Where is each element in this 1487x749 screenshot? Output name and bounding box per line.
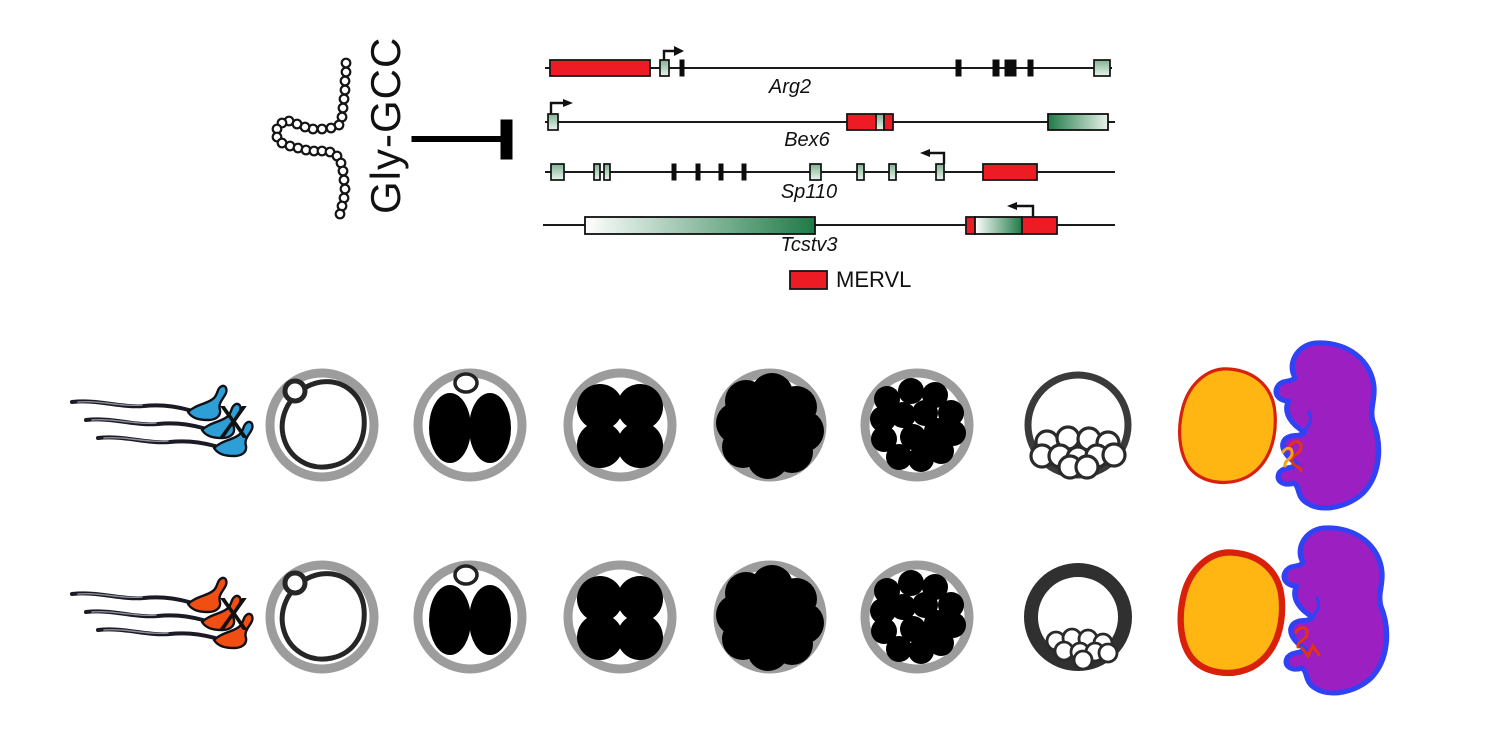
mervl-legend: MERVL xyxy=(789,267,911,292)
stage-4cell-bottom xyxy=(568,565,672,669)
stage-zygote-bottom xyxy=(270,565,374,669)
trna-label: Gly-GCC xyxy=(362,37,409,214)
embryo-row-top: X xyxy=(72,343,1379,508)
fetus-icon xyxy=(1276,343,1378,508)
gene-track-bex6: Bex6 xyxy=(545,99,1115,151)
trna-module: Gly-GCC xyxy=(271,37,513,220)
inhibition-bar-icon xyxy=(411,119,513,160)
fetus-icon xyxy=(1284,528,1386,693)
stage-blastocyst-top xyxy=(1024,371,1132,480)
stage-8cell-top xyxy=(716,373,824,479)
gene-label-tcstv3: Tcstv3 xyxy=(780,234,837,256)
placenta-icon xyxy=(1178,367,1277,485)
gene-label-bex6: Bex6 xyxy=(784,129,830,151)
trna-5prime-fragment-icon xyxy=(271,57,352,220)
stage-blastocyst-bottom xyxy=(1024,563,1132,671)
stage-morula-bottom xyxy=(865,565,969,669)
embryo-placenta-bottom xyxy=(1181,528,1387,693)
gene-label-sp110: Sp110 xyxy=(781,181,837,203)
stage-8cell-bottom xyxy=(716,565,824,671)
gene-track-sp110: Sp110 xyxy=(545,149,1115,203)
gene-tracks: Arg2 Bex6 xyxy=(543,46,1115,292)
stage-morula-top xyxy=(865,373,969,477)
placenta-icon xyxy=(1181,552,1282,672)
cross-bottom-label: X xyxy=(218,588,249,640)
stage-2cell-top xyxy=(418,373,522,477)
embryo-row-bottom: X xyxy=(72,528,1387,693)
embryo-placenta-top xyxy=(1178,343,1379,508)
stage-zygote-top xyxy=(270,373,374,477)
cross-top-label: X xyxy=(218,396,249,448)
gene-track-tcstv3: Tcstv3 xyxy=(543,202,1115,256)
legend-label-mervl: MERVL xyxy=(836,267,911,292)
gene-track-arg2: Arg2 xyxy=(545,46,1112,98)
gene-label-arg2: Arg2 xyxy=(768,76,811,98)
stage-4cell-top xyxy=(568,373,672,477)
stage-2cell-bottom xyxy=(418,565,522,669)
legend-swatch-mervl xyxy=(789,270,828,290)
